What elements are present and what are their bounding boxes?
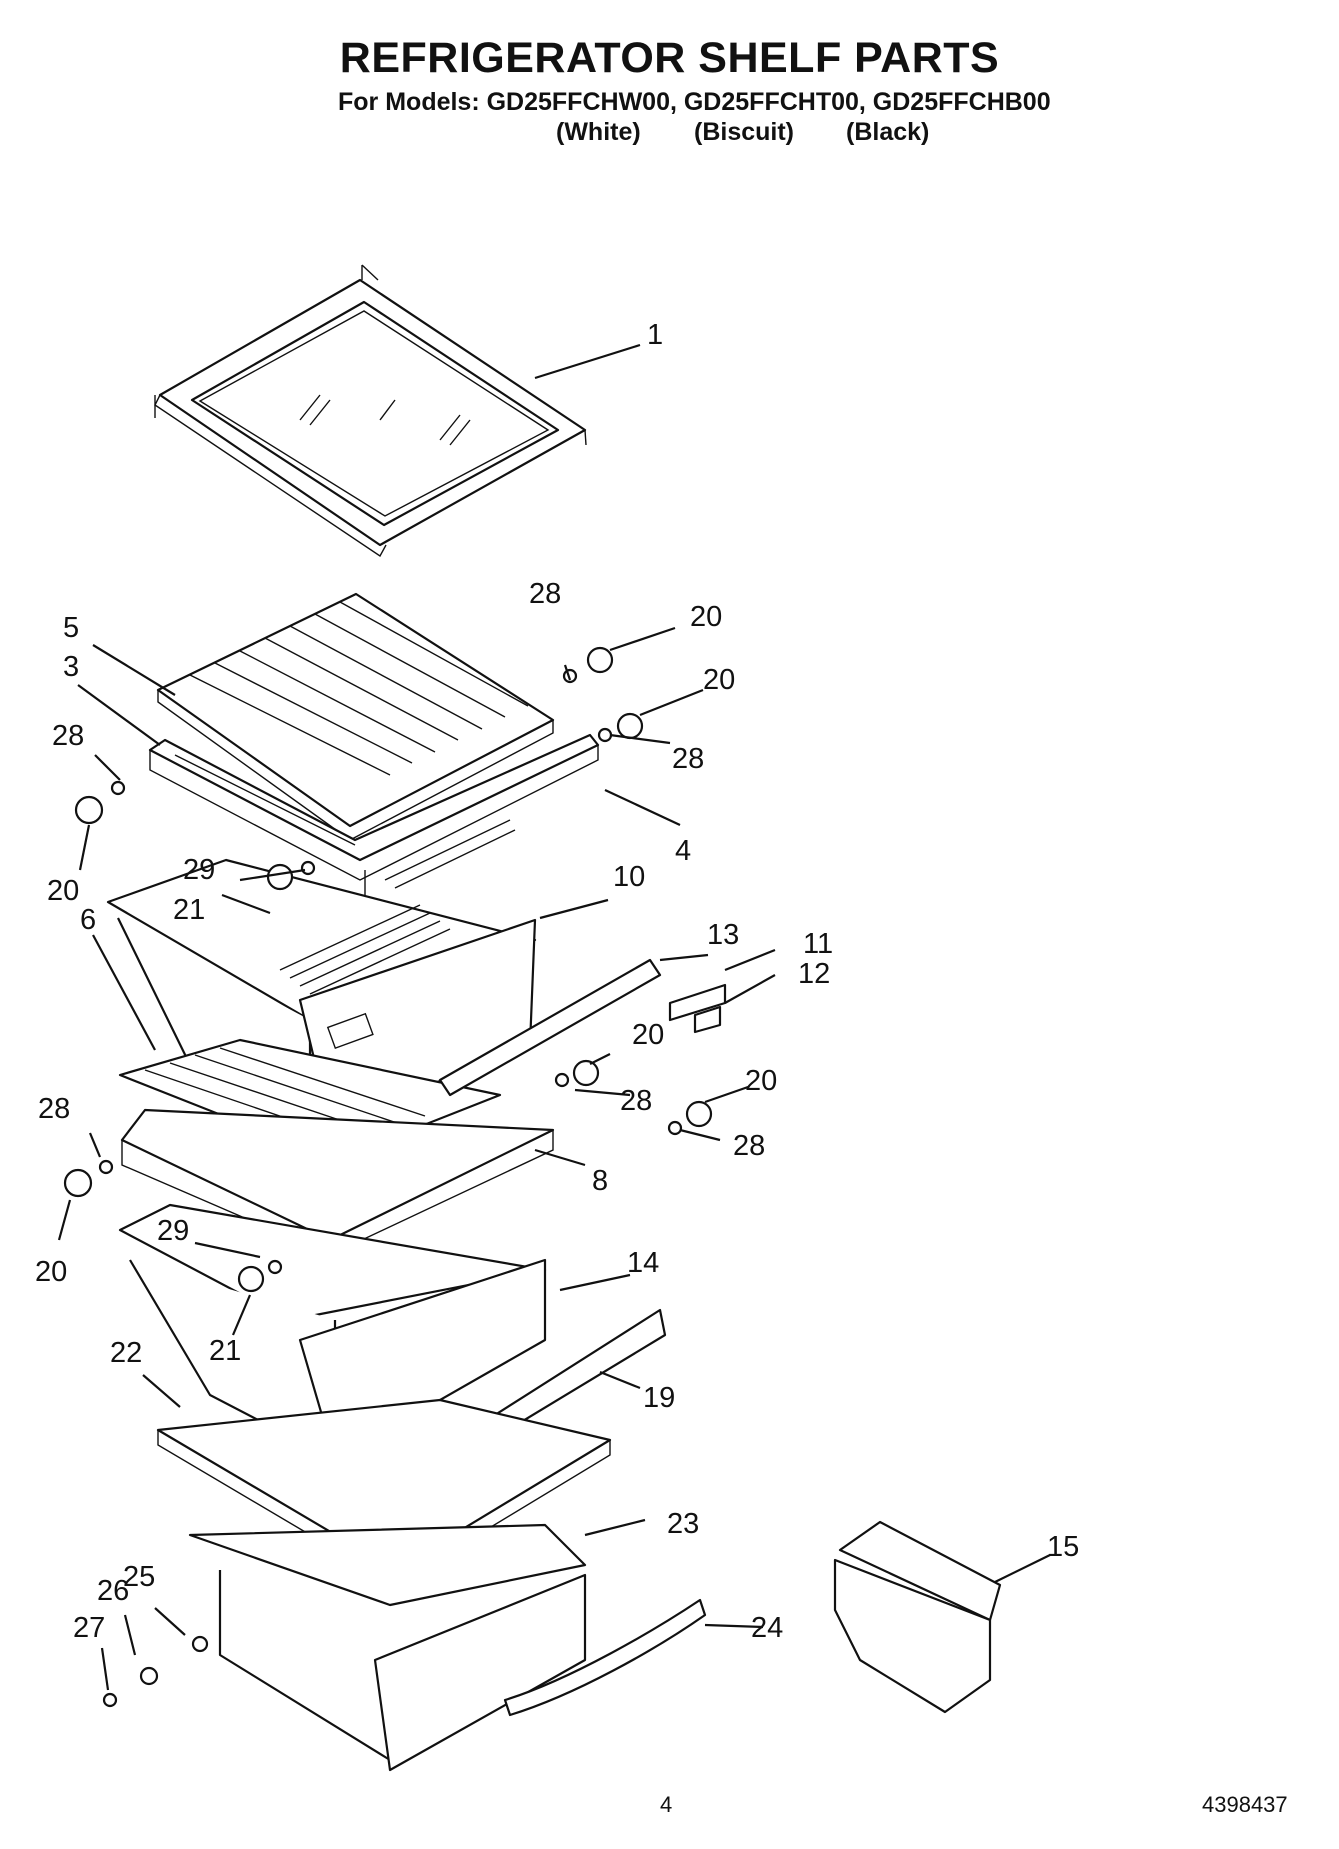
callout-20-c: 20 [703, 664, 735, 696]
part-slatted-shelf [156, 592, 555, 841]
callout-1: 1 [647, 319, 663, 351]
callout-23: 23 [667, 1508, 699, 1540]
callout-15: 15 [1047, 1531, 1079, 1563]
callout-11: 11 [803, 928, 833, 960]
callout-28-b: 28 [529, 578, 561, 610]
callout-21-a: 21 [173, 894, 205, 926]
callout-29-b: 29 [157, 1215, 189, 1247]
callout-29-a: 29 [183, 854, 215, 886]
part-deli-pan [188, 1523, 587, 1772]
page-number: 4 [660, 1792, 673, 1817]
callout-4: 4 [675, 835, 691, 867]
fastener-glides [63, 646, 713, 1708]
part-shelf-frame [148, 733, 600, 905]
callout-13: 13 [707, 919, 739, 951]
callout-20-b: 20 [690, 601, 722, 633]
callout-21-b: 21 [209, 1335, 241, 1367]
page-title: REFRIGERATOR SHELF PARTS [339, 34, 1000, 82]
part-storage-bin [833, 1520, 1002, 1714]
callout-20-d: 20 [632, 1019, 664, 1051]
callout-20-a: 20 [47, 875, 79, 907]
callout-20-f: 20 [35, 1256, 67, 1288]
part-glass-shelf [154, 264, 587, 558]
callout-14: 14 [627, 1247, 659, 1279]
callout-24: 24 [751, 1612, 783, 1644]
callout-25: 25 [123, 1561, 155, 1593]
callout-6: 6 [80, 904, 96, 936]
callout-28-d: 28 [620, 1085, 652, 1117]
callout-10: 10 [613, 861, 645, 893]
callout-20-e: 20 [745, 1065, 777, 1097]
callout-28-e: 28 [38, 1093, 70, 1125]
callout-28-a: 28 [52, 720, 84, 752]
callout-3: 3 [63, 651, 79, 683]
callout-labels: 1 5 3 28 20 28 20 20 28 4 29 10 21 6 13 … [35, 319, 1079, 1644]
callout-8: 8 [592, 1165, 608, 1197]
callout-26: 26 [97, 1575, 129, 1607]
callout-12: 12 [798, 958, 830, 990]
callout-22: 22 [110, 1337, 142, 1369]
variant-white: (White) [556, 118, 641, 146]
leader-lines [57, 343, 1051, 1691]
callout-28-c: 28 [672, 743, 704, 775]
document-number: 4398437 [1202, 1792, 1288, 1817]
models-line: For Models: GD25FFCHW00, GD25FFCHT00, GD… [338, 88, 1051, 116]
variant-black: (Black) [846, 118, 930, 146]
part-shelf-clips [668, 983, 727, 1034]
callout-19: 19 [643, 1382, 675, 1414]
variant-biscuit: (Biscuit) [694, 118, 794, 146]
callout-5: 5 [63, 612, 79, 644]
callout-27: 27 [73, 1612, 105, 1644]
part-pan-handle [503, 1598, 707, 1717]
callout-28-f: 28 [733, 1130, 765, 1162]
